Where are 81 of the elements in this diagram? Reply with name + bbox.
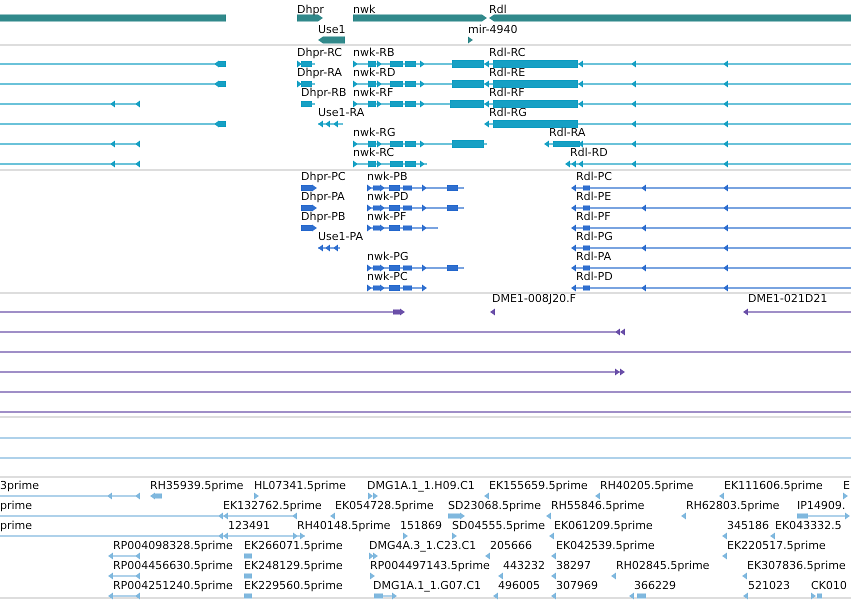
est-label: IP14909. bbox=[797, 499, 846, 512]
est-label: SD23068.5prime bbox=[448, 499, 541, 512]
est-label: prime bbox=[0, 519, 32, 532]
protein-label: Dhpr-PC bbox=[301, 170, 346, 183]
est-label: RH02845.5prime bbox=[616, 559, 710, 572]
est-label: 38297 bbox=[556, 559, 591, 572]
est-label: EK307836.5prime bbox=[747, 559, 846, 572]
est-label: EK054728.5prime bbox=[335, 499, 434, 512]
transcript-label: Rdl-RG bbox=[489, 106, 527, 119]
transcript-label: nwk-RB bbox=[353, 46, 394, 59]
protein-label: Rdl-PF bbox=[576, 210, 611, 223]
est-label: 366229 bbox=[634, 579, 676, 592]
est-label: 307969 bbox=[556, 579, 598, 592]
est-label: 496005 bbox=[498, 579, 540, 592]
protein-label: nwk-PG bbox=[367, 250, 408, 263]
est-label: RH40148.5prime bbox=[297, 519, 390, 532]
est-label: RP004098328.5prime bbox=[113, 539, 233, 552]
clone-label: DME1-008J20.F bbox=[492, 292, 576, 305]
transcript-label: Dhpr-RB bbox=[301, 86, 346, 99]
gene-label: Dhpr bbox=[297, 3, 324, 16]
est-label: 123491 bbox=[228, 519, 270, 532]
est-label: EK132762.5prime bbox=[223, 499, 322, 512]
est-label: 3prime bbox=[0, 479, 40, 492]
est-label: EK043332.5 bbox=[775, 519, 842, 532]
transcript-label: nwk-RF bbox=[353, 86, 394, 99]
clone-label: DME1-021D21 bbox=[748, 292, 828, 305]
est-label: 205666 bbox=[490, 539, 532, 552]
transcript-label: nwk-RD bbox=[353, 66, 396, 79]
est-label: DMG1A.1_1.H09.C1 bbox=[367, 479, 475, 492]
est-label: RP004456630.5prime bbox=[113, 559, 233, 572]
protein-label: Rdl-PE bbox=[576, 190, 612, 203]
est-label: CK010 bbox=[811, 579, 847, 592]
protein-label: Rdl-PG bbox=[576, 230, 613, 243]
est-label: RH35939.5prime bbox=[150, 479, 244, 492]
est-label: SD04555.5prime bbox=[452, 519, 545, 532]
est-label: RH55846.5prime bbox=[551, 499, 644, 512]
est-label: EK061209.5prime bbox=[554, 519, 653, 532]
protein-label: Dhpr-PA bbox=[301, 190, 345, 203]
protein-label: Rdl-PD bbox=[576, 270, 613, 283]
protein-label: nwk-PC bbox=[367, 270, 408, 283]
protein-label: Rdl-PA bbox=[576, 250, 612, 263]
gene-label: Rdl bbox=[489, 3, 507, 16]
protein-label: Rdl-PC bbox=[576, 170, 612, 183]
est-label: 443232 bbox=[503, 559, 545, 572]
transcript-label: Dhpr-RA bbox=[297, 66, 342, 79]
est-label: 345186 bbox=[727, 519, 769, 532]
transcript-label: nwk-RC bbox=[353, 146, 394, 159]
transcript-label: Rdl-RD bbox=[570, 146, 608, 159]
est-label: 521023 bbox=[748, 579, 790, 592]
est-label: 151869 bbox=[400, 519, 442, 532]
transcript-label: Dhpr-RC bbox=[297, 46, 342, 59]
protein-label: nwk-PD bbox=[367, 190, 408, 203]
est-label: prime bbox=[0, 499, 32, 512]
transcript-label: Rdl-RF bbox=[489, 86, 525, 99]
est-label: HL07341.5prime bbox=[254, 479, 346, 492]
transcript-label: Rdl-RC bbox=[489, 46, 526, 59]
gene-label: Use1 bbox=[318, 23, 346, 36]
est-label: EK042539.5prime bbox=[556, 539, 655, 552]
est-label: EK111606.5prime bbox=[724, 479, 823, 492]
est-label: EK229560.5prime bbox=[244, 579, 343, 592]
est-label: RH40205.5prime bbox=[600, 479, 694, 492]
transcript-label: nwk-RG bbox=[353, 126, 396, 139]
est-label: RH62803.5prime bbox=[686, 499, 780, 512]
transcript-label: Use1-RA bbox=[318, 106, 364, 119]
est-label: EK266071.5prime bbox=[244, 539, 343, 552]
protein-label: nwk-PF bbox=[367, 210, 406, 223]
protein-label: Use1-PA bbox=[318, 230, 363, 243]
est-label: DMG1A.1_1.G07.C1 bbox=[373, 579, 482, 592]
transcript-label: Rdl-RA bbox=[549, 126, 586, 139]
protein-label: Dhpr-PB bbox=[301, 210, 346, 223]
est-label: EK155659.5prime bbox=[489, 479, 588, 492]
est-label: RP004497143.5prime bbox=[370, 559, 490, 572]
est-label: RP004251240.5prime bbox=[113, 579, 233, 592]
est-label: DMG4A.3_1.C23.C1 bbox=[369, 539, 476, 552]
protein-label: nwk-PB bbox=[367, 170, 408, 183]
est-label: E bbox=[843, 479, 850, 492]
gene-label: nwk bbox=[353, 3, 376, 16]
transcript-label: Rdl-RE bbox=[489, 66, 526, 79]
est-label: EK220517.5prime bbox=[727, 539, 826, 552]
gene-label: mir-4940 bbox=[468, 23, 518, 36]
est-label: EK248129.5prime bbox=[244, 559, 343, 572]
